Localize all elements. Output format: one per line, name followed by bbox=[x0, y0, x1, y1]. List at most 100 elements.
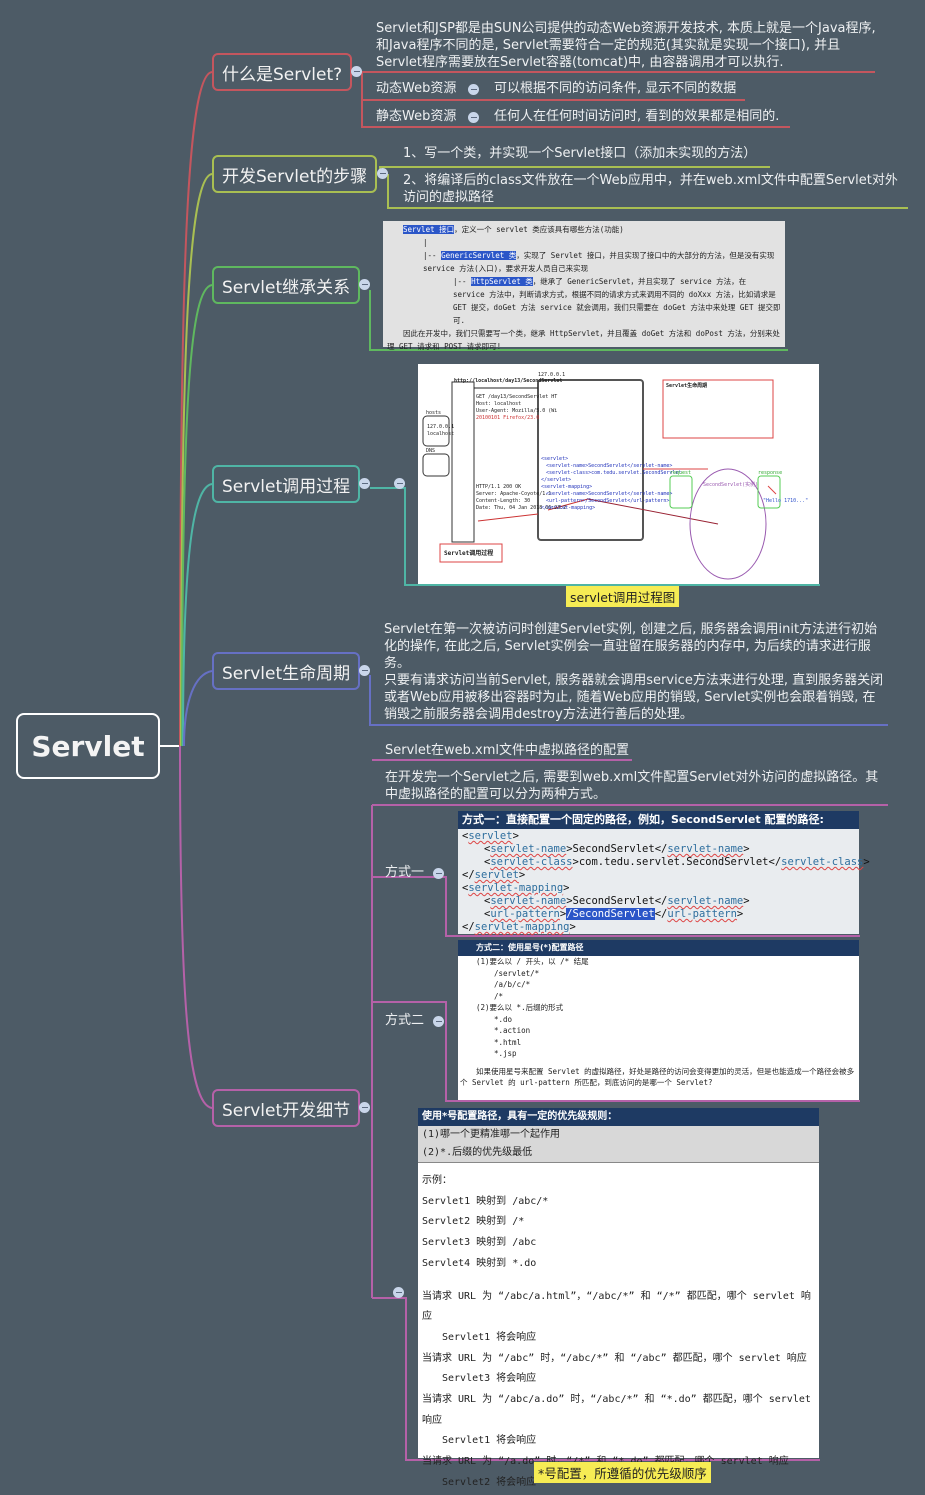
way2-label: 方式二 bbox=[385, 1013, 425, 1028]
way2-example: *.html bbox=[494, 1037, 522, 1047]
lifecycle-paragraph-1: Servlet在第一次被访问时创建Servlet实例, 创建之后, 服务器会调用… bbox=[384, 622, 878, 671]
collapse-icon[interactable] bbox=[351, 66, 362, 77]
step-1: 1、写一个类，并实现一个Servlet接口（添加未实现的方法） bbox=[403, 146, 757, 161]
diagram-hello: "Hello 1710..." bbox=[763, 498, 809, 504]
diagram-lifecycle-title: Servlet生命周期 bbox=[666, 383, 708, 389]
topic-label: 开发Servlet的步骤 bbox=[222, 166, 368, 187]
invocation-caption: servlet调用过程图 bbox=[566, 586, 680, 607]
topic-invocation[interactable]: Servlet调用过程 bbox=[212, 465, 361, 503]
topic-label: Servlet调用过程 bbox=[222, 476, 351, 497]
root-topic[interactable]: Servlet bbox=[16, 713, 160, 779]
collapse-icon[interactable] bbox=[359, 1102, 370, 1113]
diagram-xml-6: <servlet-name>SecondServlet</servlet-nam… bbox=[546, 491, 673, 497]
topic-lifecycle[interactable]: Servlet生命周期 bbox=[212, 652, 361, 690]
diagram-response: response bbox=[758, 470, 783, 476]
inheritance-panel: Servlet 接口，定义一个 servlet 类应该具有哪些方法(功能) | … bbox=[383, 221, 785, 351]
generic-servlet: GenericServlet 类 bbox=[441, 251, 517, 260]
diagram-response-1: HTTP/1.1 200 OK bbox=[476, 484, 522, 490]
way2-example: *.do bbox=[494, 1014, 513, 1024]
priority-case-answer: Servlet2 将会响应 bbox=[442, 1476, 537, 1488]
way1-url-pattern: /SecondServlet bbox=[566, 908, 655, 920]
http-servlet: HttpServlet 类 bbox=[471, 277, 533, 286]
topic-details[interactable]: Servlet开发细节 bbox=[212, 1089, 361, 1127]
diagram-lines bbox=[422, 379, 781, 580]
diagram-xml-3: <servlet-class>com.tedu.servlet.SecondSe… bbox=[546, 470, 682, 476]
topic-label: Servlet继承关系 bbox=[222, 277, 351, 298]
way1-header: 方式一：直接配置一个固定的路径，例如，SecondServlet 配置的路径: bbox=[458, 811, 859, 829]
priority-header: 使用*号配置路径，具有一定的优先级规则： bbox=[418, 1108, 819, 1126]
topic-label: Servlet生命周期 bbox=[222, 663, 351, 684]
collapse-icon[interactable] bbox=[359, 478, 370, 489]
way2-panel: 方式二：使用星号(*)配置路径 (1)要么以 / 开头，以 /* 结尾 /ser… bbox=[458, 940, 859, 1100]
diagram-xml-2: <servlet-name>SecondServlet</servlet-nam… bbox=[546, 463, 673, 469]
diagram-instance: SecondServlet(实例) bbox=[703, 482, 759, 488]
diagram-xml-1: <servlet> bbox=[541, 456, 569, 462]
collapse-icon[interactable] bbox=[377, 168, 388, 179]
collapse-icon[interactable] bbox=[468, 112, 479, 123]
way2-header: 方式二：使用星号(*)配置路径 bbox=[458, 940, 859, 956]
dynamic-web-label: 动态Web资源 bbox=[376, 81, 457, 96]
priority-case-answer: Servlet1 将会响应 bbox=[442, 1331, 537, 1343]
diagram-xml-4: </servlet> bbox=[541, 477, 572, 483]
priority-example-label: 示例： bbox=[422, 1175, 452, 1186]
priority-rule: (1)哪一个更精准哪一个起作用 bbox=[422, 1129, 561, 1140]
details-intro: 在开发完一个Servlet之后, 需要到web.xml文件配置Servlet对外… bbox=[385, 770, 879, 802]
diagram-response-4: Date: Thu, 04 Jan 2018 06:23:2 bbox=[476, 505, 567, 511]
priority-panel: 使用*号配置路径，具有一定的优先级规则： (1)哪一个更精准哪一个起作用 (2)… bbox=[418, 1108, 819, 1488]
what-description: Servlet和JSP都是由SUN公司提供的动态Web资源开发技术, 本质上就是… bbox=[376, 21, 876, 70]
collapse-icon[interactable] bbox=[433, 1016, 444, 1027]
topic-what-is-servlet[interactable]: 什么是Servlet? bbox=[212, 53, 353, 91]
collapse-icon[interactable] bbox=[468, 84, 479, 95]
root-label: Servlet bbox=[31, 729, 145, 763]
diagram-response-2: Server: Apache-Coyote/1.1 bbox=[476, 491, 552, 497]
diagram-hosts: hosts bbox=[426, 410, 442, 416]
inheritance-summary: 因此在开发中，我们只需要写一个类，继承 HttpServlet，并且覆盖 doG… bbox=[387, 329, 780, 351]
collapse-icon[interactable] bbox=[393, 1287, 404, 1298]
priority-mapping: Servlet1 映射到 /abc/* bbox=[422, 1195, 549, 1207]
diagram-xml-7: <url-pattern>/SecondServlet</url-pattern… bbox=[546, 498, 670, 504]
priority-case-question: 当请求 URL 为 “/abc” 时，“/abc/*” 和 “/abc” 都匹配… bbox=[422, 1352, 807, 1364]
collapse-icon[interactable] bbox=[433, 868, 444, 879]
way2-example: *.jsp bbox=[494, 1049, 517, 1058]
invocation-diagram: http://localhost/day13/SecondServlet hos… bbox=[418, 364, 819, 584]
collapse-icon[interactable] bbox=[359, 279, 370, 290]
topic-inheritance[interactable]: Servlet继承关系 bbox=[212, 266, 361, 304]
collapse-icon[interactable] bbox=[359, 665, 370, 676]
priority-case-question: 当请求 URL 为 “/abc/a.do” 时，“/abc/*” 和 “*.do… bbox=[422, 1394, 811, 1426]
servlet-interface-text: ，定义一个 servlet 类应该具有哪些方法(功能) bbox=[454, 225, 624, 234]
priority-caption: *号配置，所遵循的优先级顺序 bbox=[534, 1462, 711, 1483]
diagram-request-1: GET /day13/SecondServlet HT bbox=[476, 394, 558, 400]
topic-label: Servlet开发细节 bbox=[222, 1100, 351, 1121]
way2-example: /a/b/c/* bbox=[494, 980, 531, 989]
priority-rules: (1)哪一个更精准哪一个起作用 (2)*.后缀的优先级最低 bbox=[418, 1126, 819, 1163]
details-heading: Servlet在web.xml文件中虚拟路径的配置 bbox=[385, 743, 629, 758]
servlet-interface: Servlet 接口 bbox=[403, 225, 455, 234]
priority-mapping: Servlet3 映射到 /abc bbox=[422, 1237, 537, 1249]
static-web-text: 任何人在任何时间访问时, 看到的效果都是相同的. bbox=[494, 109, 780, 124]
way2-rule2: (2)要么以 *.后缀的形式 bbox=[476, 1003, 564, 1012]
priority-rule: (2)*.后缀的优先级最低 bbox=[422, 1147, 533, 1158]
priority-case-question: 当请求 URL 为 “/abc/a.html”，“/abc/*” 和 “/*” … bbox=[422, 1290, 811, 1323]
way2-rule1: (1)要么以 / 开头，以 /* 结尾 bbox=[476, 957, 589, 966]
lifecycle-paragraph-2: 只要有请求访问当前Servlet, 服务器就会调用service方法来进行处理,… bbox=[384, 673, 884, 722]
collapse-icon[interactable] bbox=[394, 478, 405, 489]
priority-mapping: Servlet4 映射到 *.do bbox=[422, 1257, 537, 1269]
static-web-label: 静态Web资源 bbox=[376, 109, 457, 124]
priority-mapping: Servlet2 映射到 /* bbox=[422, 1216, 525, 1228]
diagram-request-3: User-Agent: Mozilla/5.0 (Wi bbox=[476, 408, 558, 414]
diagram-server-ip: 127.0.0.1 bbox=[538, 372, 566, 378]
diagram-response-3: Content-Length: 30 bbox=[476, 498, 531, 504]
way1-servlet-name: SecondServlet bbox=[572, 843, 655, 855]
diagram-url: http://localhost/day13/SecondServlet bbox=[454, 378, 563, 384]
topic-dev-steps[interactable]: 开发Servlet的步骤 bbox=[212, 155, 378, 193]
priority-case-answer: Servlet3 将会响应 bbox=[442, 1373, 537, 1385]
step-2: 2、将编译后的class文件放在一个Web应用中，并在web.xml文件中配置S… bbox=[403, 173, 898, 205]
dynamic-web-text: 可以根据不同的访问条件, 显示不同的数据 bbox=[494, 81, 737, 96]
way1-servlet-class: com.tedu.servlet.SecondServlet bbox=[578, 856, 769, 868]
way2-example: /* bbox=[494, 991, 504, 1001]
diagram-dns: DNS bbox=[426, 448, 436, 454]
way2-note: 如果使用星号来配置 Servlet 的虚拟路径，好处是路径的访问会变得更加的灵活… bbox=[460, 1066, 855, 1088]
diagram-request: request bbox=[670, 470, 692, 476]
priority-case-question: 当请求 URL 为 “/a.do” 时，“/*” 和 “*.do” 都匹配，哪个… bbox=[422, 1456, 789, 1468]
way1-label: 方式一 bbox=[385, 865, 425, 880]
